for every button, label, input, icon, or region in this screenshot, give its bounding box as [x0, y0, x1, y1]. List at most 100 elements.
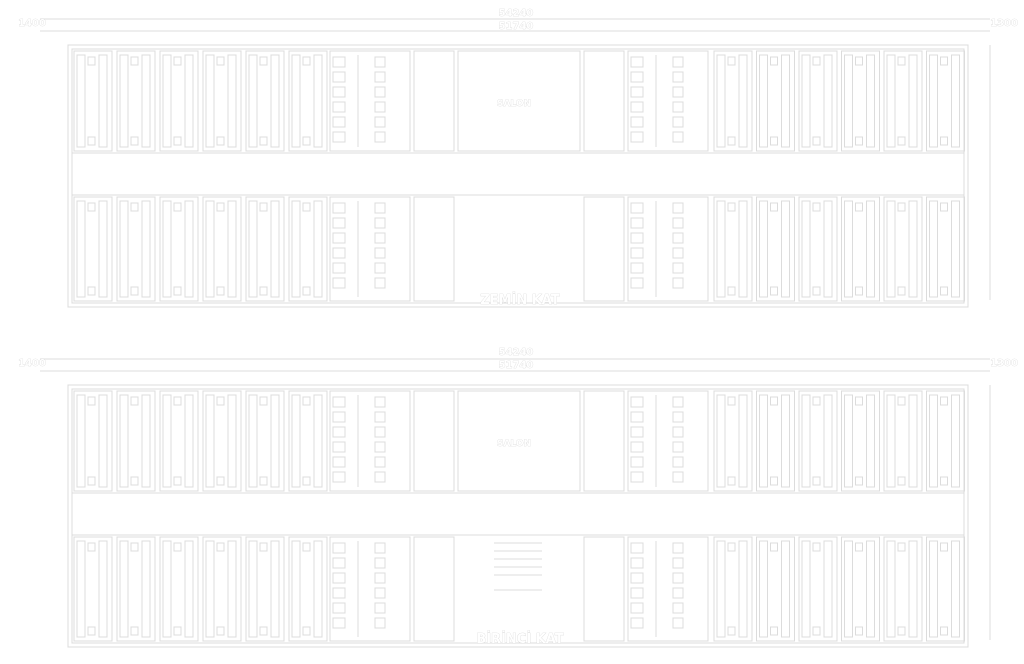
desk [173, 136, 182, 146]
desk [173, 286, 182, 296]
bed [823, 54, 833, 148]
desk [173, 56, 182, 66]
inner-wall [71, 48, 965, 304]
bed [76, 394, 86, 488]
sink [374, 131, 386, 143]
toilet-cubicle [332, 542, 346, 554]
bed [801, 540, 811, 638]
bed [759, 394, 768, 488]
toilet-cubicle [332, 202, 346, 214]
sink [374, 542, 386, 554]
toilet-cubicle [332, 86, 346, 98]
desk [173, 476, 182, 486]
desk [727, 396, 736, 406]
desk [812, 202, 821, 212]
bed [886, 394, 896, 488]
bed [162, 540, 172, 638]
sink [374, 116, 386, 128]
bed [270, 200, 280, 298]
hall-label-ground: SALON [497, 99, 531, 109]
sink [374, 277, 386, 289]
bed [866, 54, 875, 148]
toilet-cubicle [332, 101, 346, 113]
toilet-cubicle [630, 71, 644, 83]
toilet-cubicle [332, 232, 346, 244]
dorm-room [202, 50, 242, 152]
sink [374, 471, 386, 483]
wc-block [329, 50, 411, 152]
toilet-cubicle [630, 602, 644, 614]
wc-block [329, 196, 411, 302]
bed [823, 540, 833, 638]
desk [302, 396, 311, 406]
sink [374, 56, 386, 68]
bed [951, 394, 960, 488]
desk [130, 476, 139, 486]
stair-room [583, 50, 625, 152]
toilet-cubicle [630, 247, 644, 259]
bed [98, 54, 108, 148]
toilet-cubicle [630, 116, 644, 128]
bed [313, 540, 323, 638]
sink [672, 617, 684, 629]
salon [457, 390, 581, 492]
desk [855, 476, 863, 486]
bed [908, 540, 918, 638]
bed [248, 394, 258, 488]
bed [759, 540, 768, 638]
desk [897, 476, 906, 486]
dorm-room [202, 536, 242, 642]
wc-block [627, 50, 709, 152]
desk [770, 396, 778, 406]
desk [770, 476, 778, 486]
dorm-room [245, 536, 285, 642]
dorm-room [798, 196, 838, 302]
bed [866, 540, 875, 638]
dorm-room [713, 390, 753, 492]
dorm-room [159, 50, 199, 152]
wc-block [627, 536, 709, 642]
bed [313, 200, 323, 298]
desk [216, 626, 225, 636]
dorm-room [756, 536, 795, 642]
bed [886, 200, 896, 298]
dorm-room [841, 50, 880, 152]
bed [801, 394, 811, 488]
desk [302, 542, 311, 552]
bed [844, 200, 853, 298]
bed [716, 394, 726, 488]
toilet-cubicle [630, 456, 644, 468]
sink [374, 217, 386, 229]
bed [205, 540, 215, 638]
sink [672, 557, 684, 569]
desk [897, 202, 906, 212]
bed [141, 540, 151, 638]
dimension-inner-top: 51740 [499, 21, 534, 32]
sink [672, 56, 684, 68]
toilet-cubicle [332, 247, 346, 259]
sink [374, 202, 386, 214]
dorm-room [883, 50, 923, 152]
outer-wall [67, 44, 969, 308]
sink [672, 131, 684, 143]
bed [248, 54, 258, 148]
bed [76, 200, 86, 298]
bed [248, 540, 258, 638]
toilet-cubicle [332, 602, 346, 614]
dorm-room [202, 390, 242, 492]
desk [130, 56, 139, 66]
sink [672, 262, 684, 274]
dorm-room [159, 390, 199, 492]
toilet-cubicle [332, 217, 346, 229]
desk [87, 626, 96, 636]
desk [87, 396, 96, 406]
desk [940, 476, 948, 486]
stair-room [413, 536, 455, 642]
toilet-cubicle [332, 426, 346, 438]
bed [886, 540, 896, 638]
toilet-cubicle [630, 396, 644, 408]
sink [374, 71, 386, 83]
desk [855, 56, 863, 66]
toilet-cubicle [332, 116, 346, 128]
desk [259, 396, 268, 406]
